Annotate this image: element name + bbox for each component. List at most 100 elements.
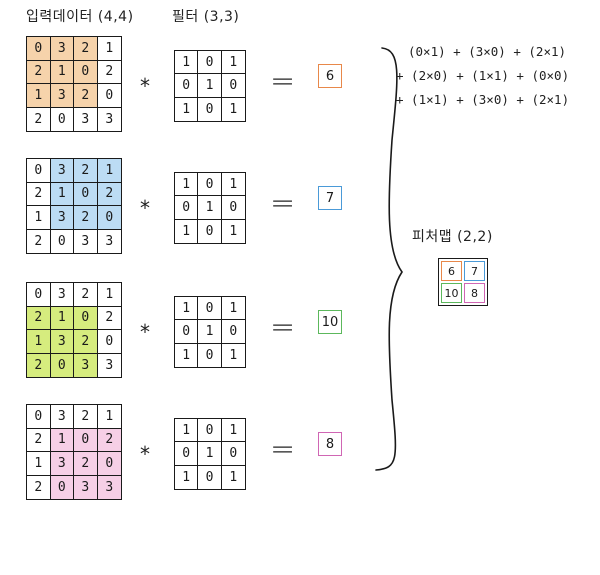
input-cell: 2 — [97, 428, 121, 452]
filter-cell: 0 — [198, 97, 222, 121]
equals-symbol: = — [270, 186, 296, 221]
input-cell: 3 — [105, 233, 114, 249]
filter-title: 필터 (3,3) — [172, 9, 240, 25]
input-cell: 2 — [27, 182, 51, 206]
input-cell: 3 — [105, 111, 114, 127]
input-cell: 2 — [27, 60, 51, 84]
filter-cell: 0 — [221, 196, 245, 220]
input-cell: 0 — [27, 283, 51, 307]
filter-cell: 1 — [221, 51, 245, 75]
feature-map-grid: 6 7 10 8 — [438, 258, 488, 306]
feature-map-cell: 6 — [441, 261, 462, 281]
input-cell: 1 — [50, 428, 74, 452]
input-cell: 3 — [74, 229, 98, 253]
input-cell: 3 — [50, 405, 74, 429]
input-cell: 3 — [74, 107, 98, 131]
input-cell: 0 — [50, 475, 74, 499]
input-cell: 0 — [27, 37, 51, 61]
filter-cell: 1 — [175, 219, 199, 243]
input-cell: 2 — [74, 84, 98, 108]
filter-cell: 1 — [221, 173, 245, 197]
filter-cell: 0 — [198, 465, 222, 489]
input-cell: 2 — [27, 428, 51, 452]
input-cell: 0 — [51, 229, 74, 253]
input-cell: 2 — [97, 61, 121, 84]
filter-cell: 1 — [198, 442, 222, 466]
equals-symbol: = — [270, 64, 296, 99]
feature-map-cell: 8 — [464, 283, 485, 303]
multiply-symbol: * — [140, 442, 150, 466]
formula-line-1: (0×1) + (3×0) + (2×1) — [408, 44, 567, 59]
result-value: 10 — [318, 310, 342, 334]
filter-cell: 1 — [175, 173, 199, 197]
input-cell: 2 — [97, 182, 121, 206]
filter-cell: 0 — [175, 320, 199, 344]
feature-map-cell: 10 — [441, 283, 462, 303]
input-cell: 3 — [50, 283, 74, 307]
input-cell: 3 — [105, 357, 114, 373]
input-cell: 2 — [27, 353, 51, 377]
multiply-symbol: * — [140, 74, 150, 98]
input-cell: 1 — [27, 330, 51, 354]
filter-cell: 1 — [198, 196, 222, 220]
filter-cell: 0 — [175, 442, 199, 466]
formula-line-3: + (1×1) + (3×0) + (2×1) — [396, 92, 570, 107]
filter-cell: 1 — [229, 469, 238, 485]
formula-line-2: + (2×0) + (1×1) + (0×0) — [396, 68, 570, 83]
filter-cell: 0 — [221, 442, 245, 466]
filter-cell: 1 — [221, 297, 245, 321]
input-cell: 2 — [27, 107, 51, 131]
input-cell: 0 — [50, 353, 74, 377]
input-cell: 1 — [27, 206, 51, 230]
input-cell: 3 — [74, 475, 98, 499]
input-cell: 2 — [74, 159, 98, 183]
input-cell: 0 — [51, 107, 74, 131]
filter-cell: 1 — [229, 101, 238, 117]
filter-cell: 1 — [175, 343, 199, 367]
filter-cell: 1 — [175, 465, 199, 489]
input-cell: 3 — [50, 206, 74, 230]
filter-cell: 1 — [198, 74, 222, 98]
filter-cell: 1 — [175, 297, 199, 321]
filter-cell: 1 — [175, 419, 199, 443]
input-cell: 1 — [97, 159, 121, 183]
input-cell: 0 — [97, 330, 121, 354]
filter-cell: 0 — [198, 173, 222, 197]
input-cell: 0 — [74, 306, 98, 330]
filter-cell: 0 — [175, 74, 199, 98]
multiply-symbol: * — [140, 320, 150, 344]
filter-cell: 1 — [198, 320, 222, 344]
input-cell: 3 — [74, 353, 98, 377]
filter-cell: 1 — [175, 51, 199, 75]
input-cell: 3 — [50, 84, 74, 108]
filter-cell: 0 — [198, 419, 222, 443]
input-title: 입력데이터 (4,4) — [26, 9, 134, 25]
result-value: 7 — [318, 186, 342, 210]
filter-cell: 0 — [175, 196, 199, 220]
input-cell: 2 — [74, 37, 98, 61]
filter-cell: 0 — [198, 51, 222, 75]
input-cell: 0 — [27, 159, 51, 183]
filter-cell: 0 — [198, 343, 222, 367]
input-cell: 2 — [74, 405, 98, 429]
input-cell: 3 — [50, 159, 74, 183]
input-cell: 2 — [27, 306, 51, 330]
input-cell: 2 — [74, 452, 98, 476]
featuremap-title: 피처맵 (2,2) — [412, 229, 493, 245]
input-cell: 1 — [27, 452, 51, 476]
equals-symbol: = — [270, 310, 296, 345]
filter-cell: 0 — [221, 74, 245, 98]
input-cell: 0 — [97, 84, 121, 108]
input-cell: 3 — [50, 330, 74, 354]
input-cell: 2 — [27, 475, 51, 499]
curly-brace — [375, 47, 403, 471]
result-value: 8 — [318, 432, 342, 456]
input-cell: 1 — [50, 60, 74, 84]
input-cell: 0 — [74, 60, 98, 84]
feature-map-cell: 7 — [464, 261, 485, 281]
